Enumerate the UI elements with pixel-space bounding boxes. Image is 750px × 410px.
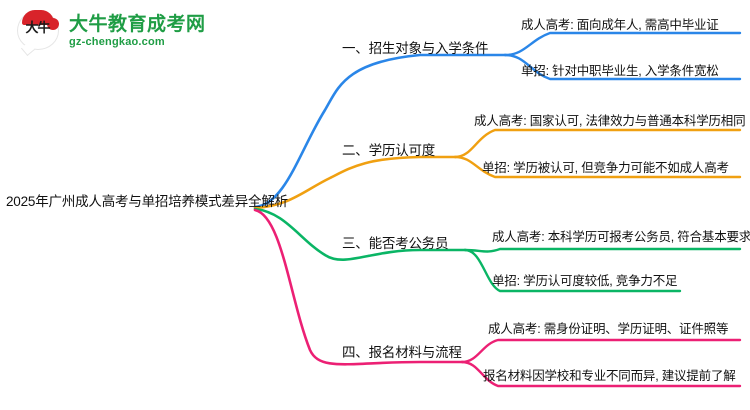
branch-split-3b (463, 248, 682, 293)
branch-curve-2 (253, 155, 457, 210)
branch-split-4b (460, 360, 742, 388)
branch-label-4: 四、报名材料与流程 (342, 345, 462, 360)
leaf-node-1-1: 成人高考: 面向成年人, 需高中毕业证 (521, 18, 719, 32)
logo-site-name: 大牛教育成考网 (69, 13, 206, 35)
branch-split-2b (453, 155, 742, 179)
logo-bull-icon: 大牛 (18, 9, 62, 53)
leaf-node-2-1: 成人高考: 国家认可, 法律效力与普通本科学历相同 (474, 114, 746, 128)
branch-split-4a (460, 338, 742, 364)
leaf-node-4-2: 报名材料因学校和专业不同而异, 建议提前了解 (483, 369, 736, 383)
branch-split-2a (453, 128, 742, 159)
branch-curve-1 (253, 53, 507, 209)
branch-curve-3 (253, 207, 467, 262)
leaf-node-1-2: 单招: 针对中职毕业生, 入学条件宽松 (521, 64, 719, 78)
leaf-node-2-2: 单招: 学历被认可, 但竞争力可能不如成人高考 (482, 161, 729, 175)
leaf-node-3-1: 成人高考: 本科学历可报考公务员, 符合基本要求 (492, 230, 750, 244)
site-logo: 大牛 大牛教育成考网 gz-chengkao.com (18, 6, 218, 56)
branch-label-3: 三、能否考公务员 (342, 236, 449, 251)
central-topic: 2025年广州成人高考与单招培养模式差异全解析 (6, 194, 288, 209)
logo-mark-text: 大牛 (25, 20, 50, 35)
branch-split-1b (503, 53, 742, 81)
branch-label-1: 一、招生对象与入学条件 (342, 41, 489, 56)
logo-wordmark: 大牛教育成考网 gz-chengkao.com (69, 15, 206, 48)
branch-curve-4 (253, 208, 464, 366)
branch-label-2: 二、学历认可度 (342, 143, 436, 158)
leaf-node-4-1: 成人高考: 需身份证明、学历证明、证件照等 (488, 322, 729, 336)
logo-site-domain: gz-chengkao.com (69, 35, 165, 48)
logo-dot-shape (47, 18, 59, 30)
leaf-node-3-2: 单招: 学历认可度较低, 竞争力不足 (492, 274, 678, 288)
logo-cap-shape (22, 10, 54, 25)
